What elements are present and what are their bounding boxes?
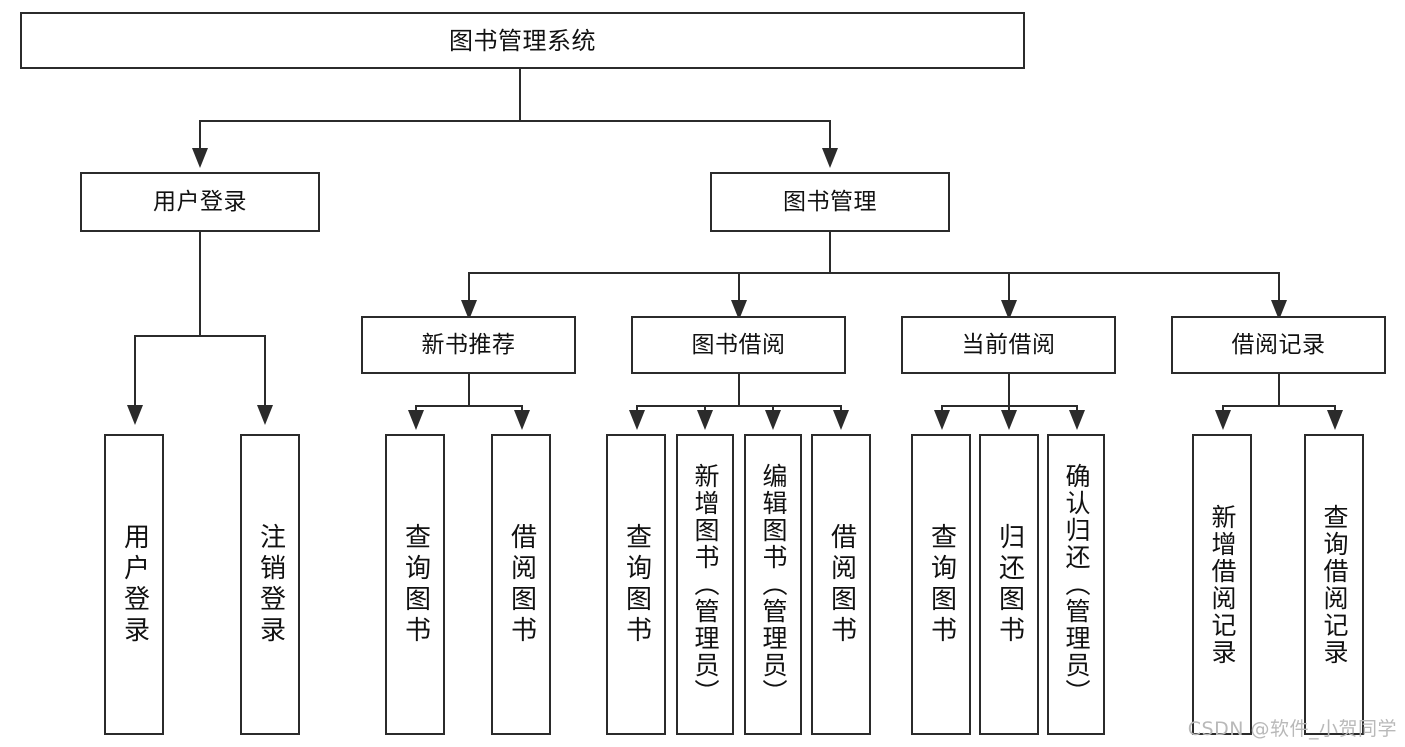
node-root[interactable]: 图书管理系统 <box>20 12 1025 69</box>
arrow-new-book-to-leaf-1 <box>408 410 424 430</box>
connector-root-trunk <box>519 69 521 121</box>
connector-root-to-user-login <box>199 120 201 150</box>
node-book-manage[interactable]: 图书管理 <box>710 172 950 232</box>
node-root-label: 图书管理系统 <box>449 26 596 55</box>
connector-book-manage-to-current-borrow <box>1008 272 1010 302</box>
connector-book-borrow-bar <box>636 405 841 407</box>
leaf-add-book[interactable]: 新增图书（管理员） <box>676 434 734 735</box>
connector-new-book-bar <box>415 405 523 407</box>
arrow-borrow-record-to-leaf-2 <box>1327 410 1343 430</box>
node-user-login[interactable]: 用户登录 <box>80 172 320 232</box>
leaf-confirm-return[interactable]: 确认归还（管理员） <box>1047 434 1105 735</box>
node-new-book-recommend[interactable]: 新书推荐 <box>361 316 576 374</box>
connector-new-book-trunk <box>468 374 470 406</box>
arrow-book-borrow-to-leaf-1 <box>629 410 645 430</box>
arrow-new-book-to-leaf-2 <box>514 410 530 430</box>
connector-root-bar <box>199 120 831 122</box>
node-borrow-record[interactable]: 借阅记录 <box>1171 316 1386 374</box>
leaf-borrow-book-2-label: 借阅图书 <box>826 522 857 647</box>
connector-borrow-record-bar <box>1222 405 1336 407</box>
connector-book-manage-to-new-book <box>468 272 470 302</box>
node-new-book-recommend-label: 新书推荐 <box>421 331 516 358</box>
connector-book-borrow-trunk <box>738 374 740 406</box>
leaf-borrow-book-1-label: 借阅图书 <box>506 522 537 647</box>
arrow-root-to-book-manage <box>822 148 838 168</box>
connector-user-login-bar <box>134 335 266 337</box>
leaf-borrow-book-2[interactable]: 借阅图书 <box>811 434 871 735</box>
node-book-borrow[interactable]: 图书借阅 <box>631 316 846 374</box>
arrow-book-borrow-to-leaf-4 <box>833 410 849 430</box>
leaf-add-book-label: 新增图书（管理员） <box>691 463 720 706</box>
arrow-book-manage-to-borrow-record <box>1271 300 1287 320</box>
node-current-borrow[interactable]: 当前借阅 <box>901 316 1116 374</box>
leaf-return-book-label: 归还图书 <box>994 522 1025 647</box>
watermark: CSDN @软件_小贺同学 <box>1187 718 1397 740</box>
node-book-borrow-label: 图书借阅 <box>691 331 786 358</box>
leaf-logout[interactable]: 注销登录 <box>240 434 300 735</box>
connector-user-login-trunk <box>199 232 201 336</box>
leaf-query-book-3-label: 查询图书 <box>926 522 957 647</box>
connector-book-manage-bar <box>468 272 1280 274</box>
leaf-user-login[interactable]: 用户登录 <box>104 434 164 735</box>
arrow-book-borrow-to-leaf-3 <box>765 410 781 430</box>
arrow-user-login-to-leaf-1 <box>127 405 143 425</box>
leaf-query-book-2-label: 查询图书 <box>621 522 652 647</box>
leaf-user-login-label: 用户登录 <box>119 522 150 647</box>
leaf-query-book-3[interactable]: 查询图书 <box>911 434 971 735</box>
arrow-book-manage-to-new-book <box>461 300 477 320</box>
arrow-borrow-record-to-leaf-1 <box>1215 410 1231 430</box>
arrow-book-manage-to-current-borrow <box>1001 300 1017 320</box>
leaf-edit-book-label: 编辑图书（管理员） <box>759 463 788 706</box>
node-borrow-record-label: 借阅记录 <box>1231 331 1326 358</box>
leaf-query-record-label: 查询借阅记录 <box>1320 503 1349 666</box>
connector-user-login-to-leaf-1 <box>134 335 136 407</box>
arrow-current-borrow-to-leaf-3 <box>1069 410 1085 430</box>
leaf-logout-label: 注销登录 <box>255 522 286 647</box>
arrow-book-borrow-to-leaf-2 <box>697 410 713 430</box>
leaf-confirm-return-label: 确认归还（管理员） <box>1062 463 1091 706</box>
arrow-root-to-user-login <box>192 148 208 168</box>
node-current-borrow-label: 当前借阅 <box>961 331 1056 358</box>
leaf-query-book-1-label: 查询图书 <box>400 522 431 647</box>
leaf-query-book-1[interactable]: 查询图书 <box>385 434 445 735</box>
connector-user-login-to-leaf-2 <box>264 335 266 407</box>
arrow-current-borrow-to-leaf-1 <box>934 410 950 430</box>
connector-book-manage-trunk <box>829 232 831 273</box>
leaf-query-book-2[interactable]: 查询图书 <box>606 434 666 735</box>
connector-borrow-record-trunk <box>1278 374 1280 406</box>
connector-current-borrow-trunk <box>1008 374 1010 406</box>
node-user-login-label: 用户登录 <box>153 188 247 215</box>
leaf-add-record[interactable]: 新增借阅记录 <box>1192 434 1252 735</box>
node-book-manage-label: 图书管理 <box>783 188 877 215</box>
arrow-user-login-to-leaf-2 <box>257 405 273 425</box>
leaf-borrow-book-1[interactable]: 借阅图书 <box>491 434 551 735</box>
connector-root-to-book-manage <box>829 120 831 150</box>
arrow-current-borrow-to-leaf-2 <box>1001 410 1017 430</box>
leaf-edit-book[interactable]: 编辑图书（管理员） <box>744 434 802 735</box>
connector-book-manage-to-borrow-record <box>1278 272 1280 302</box>
leaf-return-book[interactable]: 归还图书 <box>979 434 1039 735</box>
connector-book-manage-to-book-borrow <box>738 272 740 302</box>
leaf-query-record[interactable]: 查询借阅记录 <box>1304 434 1364 735</box>
leaf-add-record-label: 新增借阅记录 <box>1208 503 1237 666</box>
arrow-book-manage-to-book-borrow <box>731 300 747 320</box>
